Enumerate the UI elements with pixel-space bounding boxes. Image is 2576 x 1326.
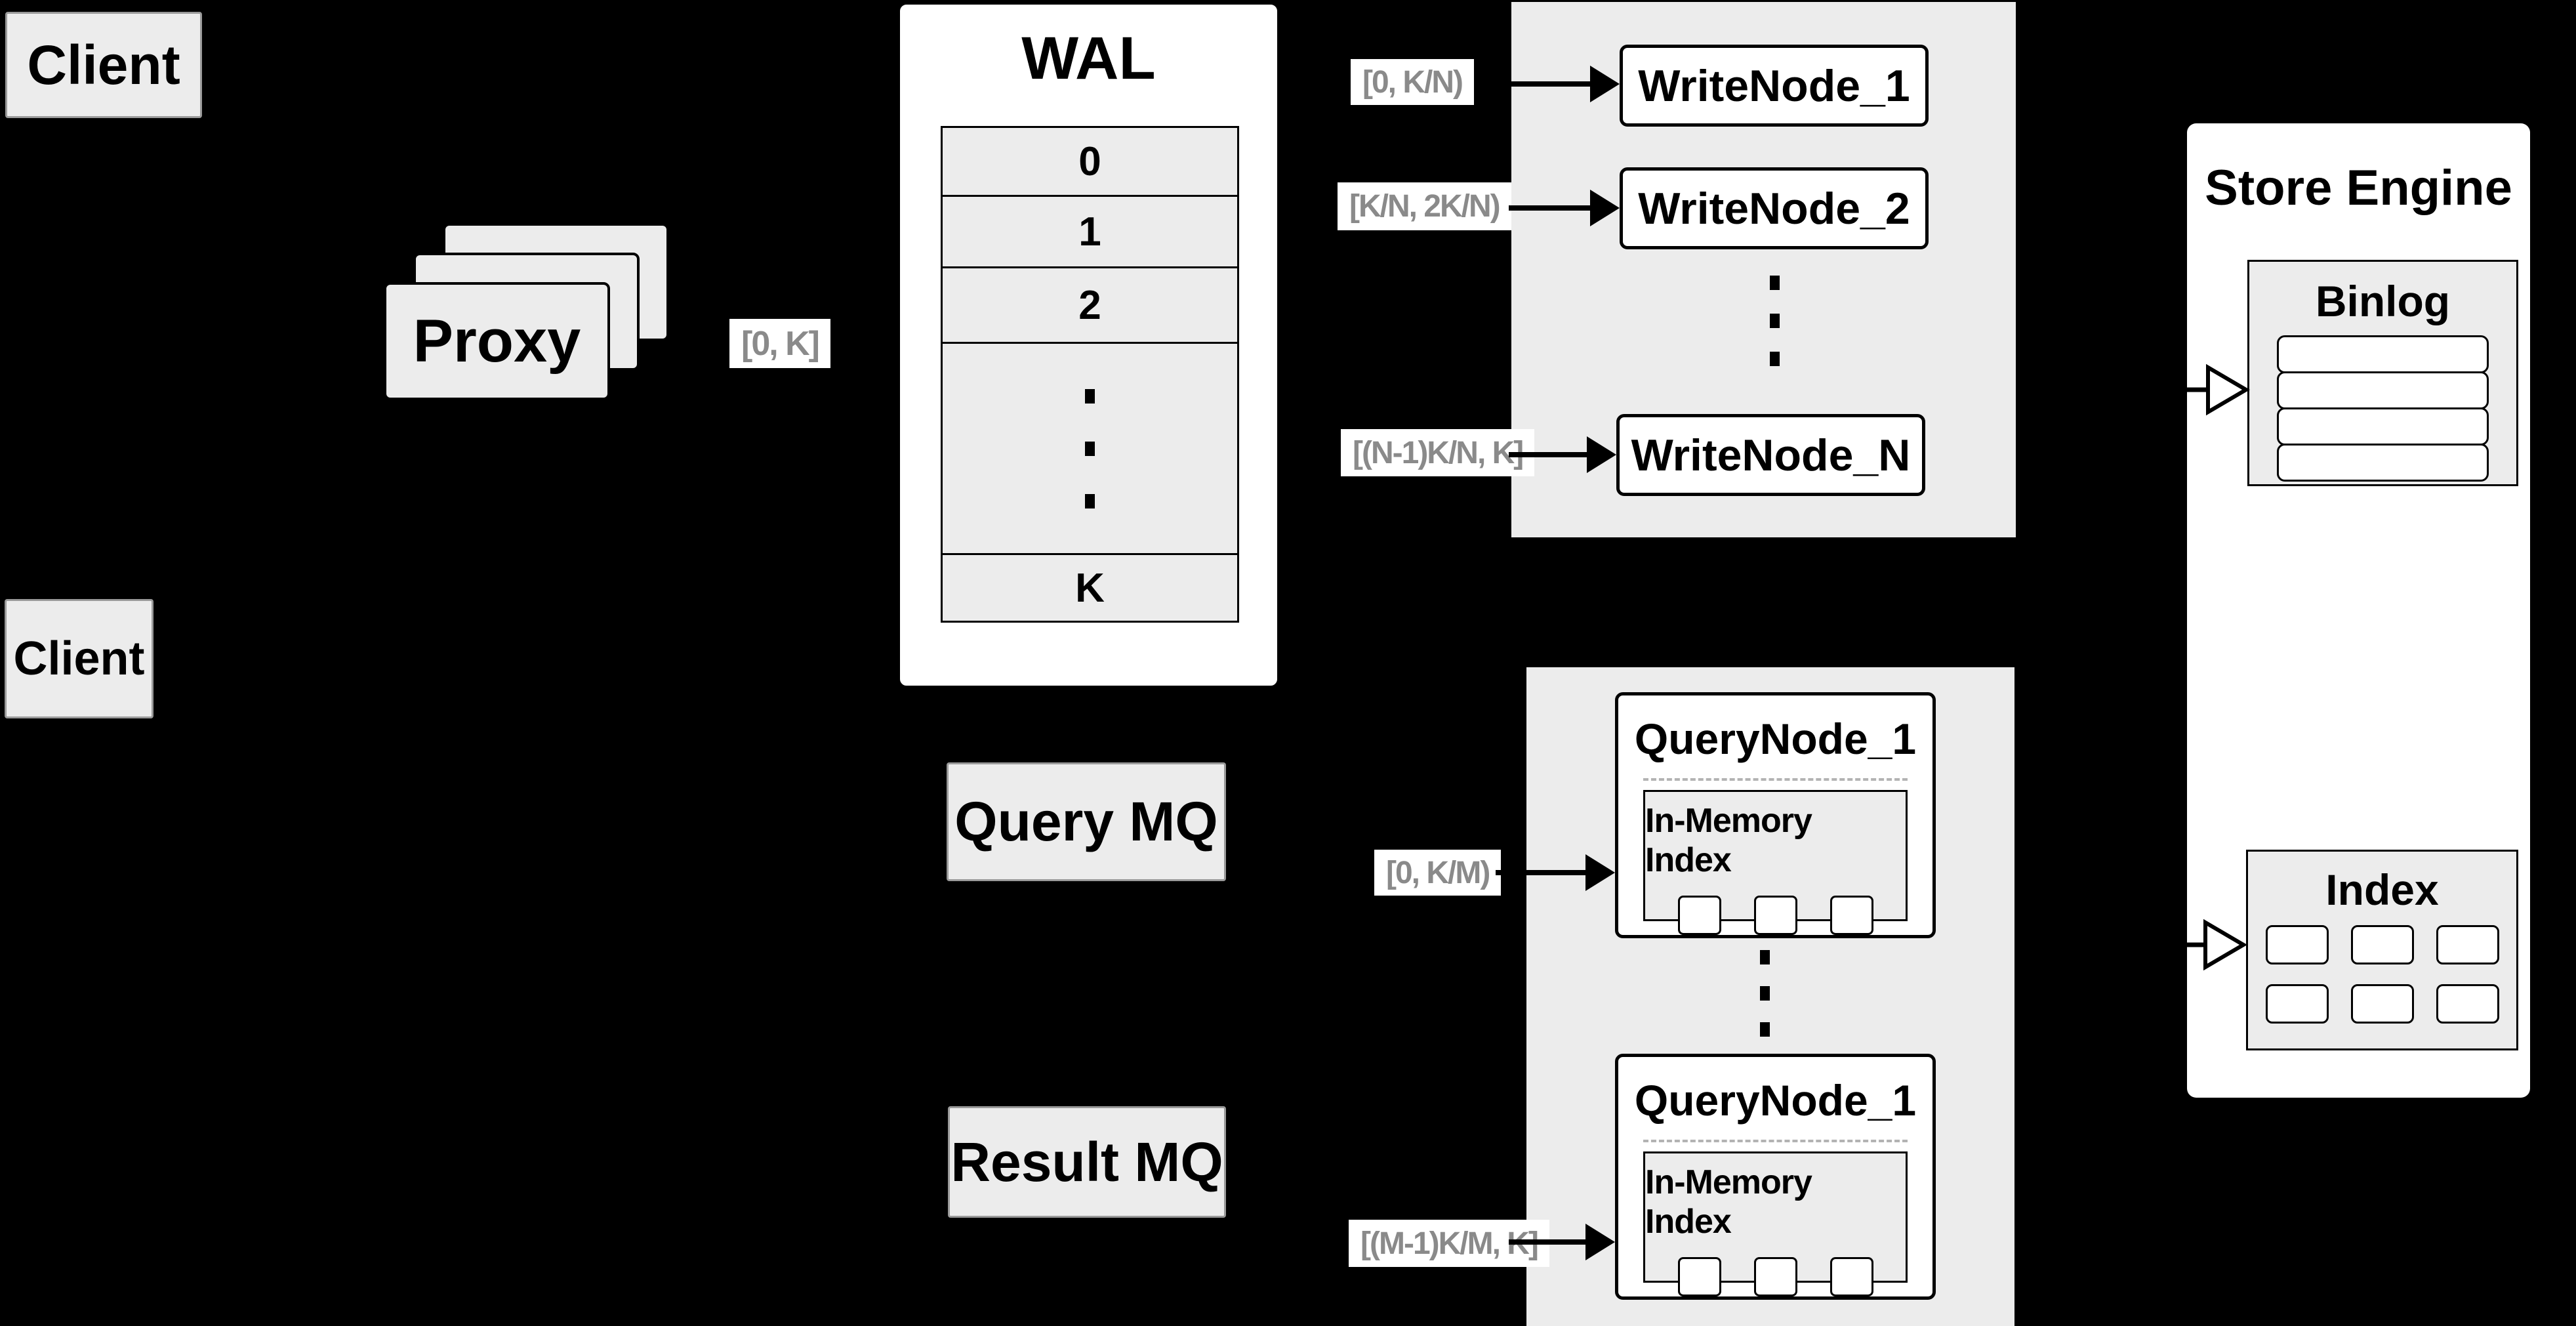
client-top-box: Client	[5, 12, 202, 118]
query-range-top-label: [0, K/M)	[1374, 850, 1502, 896]
segment-cell	[1830, 1257, 1873, 1296]
binlog-row	[2277, 444, 2489, 482]
query-mq-label: Query MQ	[954, 791, 1218, 852]
wal-panel: WAL 0 1 2 K	[897, 2, 1280, 688]
in-memory-index-top-box: In-Memory Index	[1643, 790, 1908, 935]
segment-squares	[1645, 1257, 1906, 1296]
binlog-box: Binlog	[2247, 260, 2518, 486]
wal-row-k: K	[941, 553, 1239, 623]
query-node-top-box: QueryNode_1 In-Memory Index	[1615, 692, 1936, 938]
in-memory-index-bottom-box: In-Memory Index	[1643, 1151, 1908, 1296]
write-node-2-box: WriteNode_2	[1620, 167, 1929, 249]
ellipsis-dot	[1770, 352, 1780, 366]
write-node-1-label: WriteNode_1	[1638, 60, 1910, 111]
index-cell	[2265, 984, 2329, 1024]
write-node-2-label: WriteNode_2	[1638, 183, 1910, 234]
segment-cell	[1677, 1257, 1721, 1296]
write-range-1-label: [0, K/N)	[1351, 59, 1474, 105]
ellipsis-dot	[1770, 276, 1780, 290]
client-bottom-label: Client	[13, 632, 145, 685]
index-cell	[2436, 925, 2499, 964]
binlog-row	[2277, 335, 2489, 373]
segment-cell	[1753, 1257, 1797, 1296]
binlog-row	[2277, 407, 2489, 445]
binlog-title: Binlog	[2315, 277, 2451, 325]
query-node-bottom-box: QueryNode_1 In-Memory Index	[1615, 1054, 1936, 1300]
index-cell	[2350, 925, 2414, 964]
wal-row-1: 1	[941, 195, 1239, 268]
wal-row-ellipsis	[941, 342, 1239, 555]
client-top-label: Client	[27, 33, 180, 96]
proxy-card-front: Proxy	[384, 282, 610, 400]
in-memory-index-bottom-title: In-Memory Index	[1645, 1163, 1812, 1241]
dashed-divider	[1643, 1140, 1908, 1142]
binlog-rows	[2249, 335, 2516, 482]
ellipsis-dot	[1760, 1022, 1770, 1037]
query-node-bottom-title: QueryNode_1	[1634, 1076, 1917, 1125]
ellipsis-dot	[1760, 986, 1770, 1001]
query-mq-box: Query MQ	[947, 762, 1226, 881]
wal-row-2: 2	[941, 266, 1239, 344]
index-box: Index	[2246, 850, 2518, 1050]
proxy-label: Proxy	[413, 307, 581, 375]
index-cell	[2350, 984, 2414, 1024]
result-mq-box: Result MQ	[948, 1106, 1226, 1218]
wal-title: WAL	[1021, 25, 1156, 92]
ellipsis-dot	[1085, 441, 1095, 456]
index-title: Index	[2325, 865, 2439, 914]
index-cell	[2436, 984, 2499, 1024]
store-engine-title: Store Engine	[2205, 160, 2512, 216]
segment-squares	[1645, 896, 1906, 935]
proxy-range-label: [0, K]	[729, 319, 830, 368]
in-memory-index-top-title: In-Memory Index	[1645, 802, 1812, 879]
write-range-2-label: [K/N, 2K/N)	[1338, 182, 1511, 230]
segment-cell	[1753, 896, 1797, 935]
write-range-n-label: [(N-1)K/N, K]	[1341, 429, 1535, 476]
index-cell	[2265, 925, 2329, 964]
wal-row-0: 0	[941, 126, 1239, 197]
binlog-row	[2277, 371, 2489, 409]
segment-cell	[1677, 896, 1721, 935]
store-engine-panel: Store Engine Binlog Index	[2187, 123, 2530, 1098]
write-node-1-box: WriteNode_1	[1620, 45, 1929, 127]
dashed-divider	[1643, 778, 1908, 781]
ellipsis-dot	[1760, 950, 1770, 964]
index-cells	[2248, 925, 2516, 1024]
segment-cell	[1830, 896, 1873, 935]
write-node-n-label: WriteNode_N	[1631, 430, 1911, 480]
client-bottom-box: Client	[5, 599, 153, 718]
ellipsis-dot	[1770, 314, 1780, 328]
ellipsis-dot	[1085, 388, 1095, 404]
query-node-top-title: QueryNode_1	[1634, 715, 1917, 763]
wal-rows: 0 1 2 K	[941, 126, 1239, 623]
write-node-n-box: WriteNode_N	[1616, 414, 1925, 496]
ellipsis-dot	[1085, 493, 1095, 508]
query-range-bottom-label: [(M-1)K/M, K]	[1349, 1220, 1549, 1267]
result-mq-label: Result MQ	[951, 1130, 1223, 1193]
